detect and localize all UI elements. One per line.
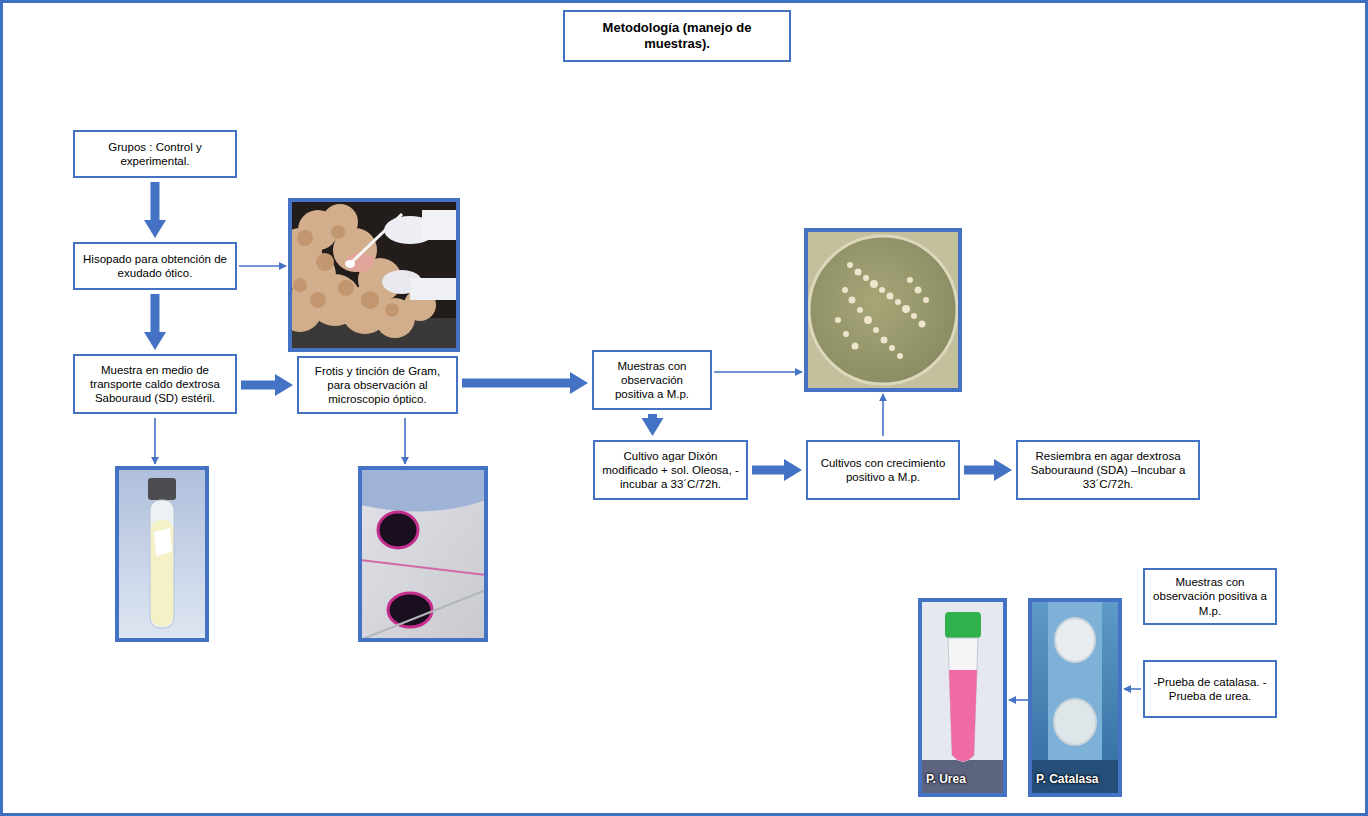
box-text: Hisopado para obtención de exudado ótico… — [81, 252, 229, 280]
box-text: Grupos : Control y experimental. — [81, 140, 229, 168]
box-text: -Prueba de catalasa. -Prueba de urea. — [1151, 675, 1269, 703]
flow-arrow — [241, 381, 275, 390]
photo-frame — [920, 600, 1005, 795]
process-box: Cultivo agar Dixón modificado + sol. Ole… — [593, 440, 748, 500]
photo-label: P. Urea — [926, 772, 966, 786]
process-box: Cultivos con crecimiento positivo a M.p. — [806, 440, 960, 500]
box-text: Muestras con observación positiva a M.p. — [1151, 575, 1269, 617]
title-box: Metodología (manejo de muestras). — [563, 10, 791, 62]
swab-photo — [290, 200, 458, 350]
process-box: -Prueba de catalasa. -Prueba de urea. — [1143, 660, 1277, 718]
box-text: Frotis y tinción de Gram, para observaci… — [305, 364, 450, 406]
flow-arrow — [752, 466, 784, 475]
photo-frame — [806, 230, 960, 390]
flow-arrow — [648, 414, 657, 418]
photo-frame — [1030, 600, 1120, 795]
process-box: Resiembra en agar dextrosa Sabouraund (S… — [1016, 440, 1200, 500]
smear-photo — [360, 468, 486, 640]
process-box: Hisopado para obtención de exudado ótico… — [73, 242, 237, 290]
process-box: Muestras con observación positiva a M.p. — [1143, 568, 1277, 625]
flow-arrow — [151, 294, 160, 332]
box-text: Muestras con observación positiva a M.p. — [600, 359, 704, 401]
flow-arrow — [462, 379, 570, 388]
catalase-photo — [1030, 600, 1120, 795]
pointer-arrows — [155, 266, 1141, 700]
process-box: Grupos : Control y experimental. — [73, 130, 237, 178]
photo-frame — [360, 468, 486, 640]
photo-frame — [290, 200, 458, 350]
flow-arrow — [964, 466, 994, 475]
process-box: Muestra en medio de transporte caldo dex… — [73, 354, 237, 414]
diagram-title: Metodología (manejo de muestras). — [602, 20, 752, 53]
photo-label: P. Catalasa — [1036, 772, 1099, 786]
photo-frame — [117, 468, 207, 640]
process-box: Muestras con observación positiva a M.p. — [592, 350, 712, 410]
box-text: Cultivos con crecimiento positivo a M.p. — [814, 456, 952, 484]
urea-photo — [920, 600, 1005, 795]
petri-photo — [806, 230, 960, 390]
box-text: Muestra en medio de transporte caldo dex… — [81, 363, 229, 405]
process-box: Frotis y tinción de Gram, para observaci… — [297, 356, 458, 414]
flow-arrow — [151, 182, 160, 220]
box-text: Resiembra en agar dextrosa Sabouraund (S… — [1024, 449, 1192, 491]
tube-photo — [117, 468, 207, 640]
box-text: Cultivo agar Dixón modificado + sol. Ole… — [601, 449, 740, 491]
